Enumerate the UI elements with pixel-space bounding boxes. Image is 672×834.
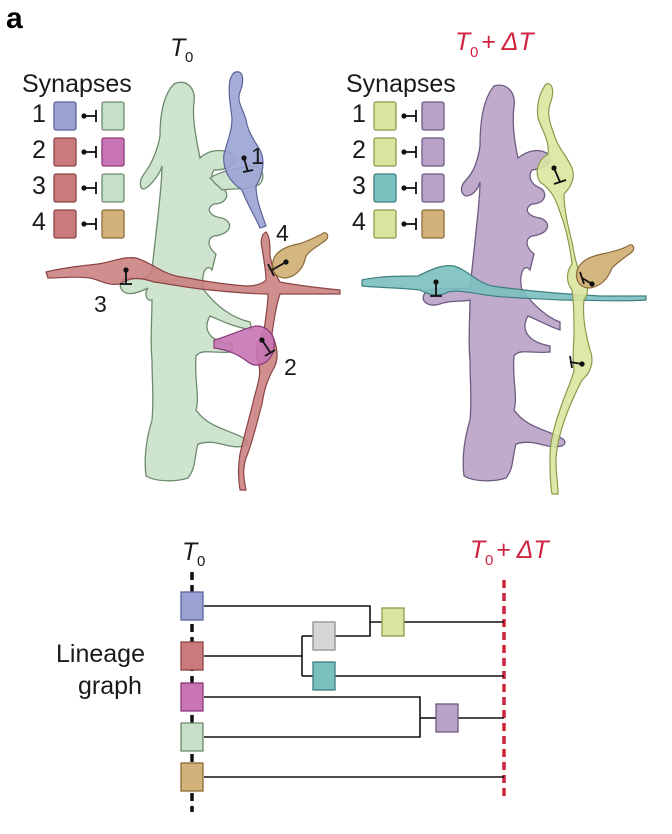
legend-left-post-swatch bbox=[101, 101, 125, 131]
lineage-label-line2: graph bbox=[78, 672, 142, 700]
legend-right-pre-swatch bbox=[373, 209, 397, 239]
right-synapse-marker-1 bbox=[551, 165, 567, 185]
right-title-sub: 0 bbox=[470, 44, 478, 61]
legend-right-row-number: 3 bbox=[352, 172, 366, 200]
right-title-rest: + ΔT bbox=[481, 28, 535, 56]
lineage-node-purple bbox=[435, 703, 459, 733]
lineage-node-tan bbox=[180, 762, 204, 792]
synapse-marker-2 bbox=[259, 337, 276, 357]
tan-neuron bbox=[271, 232, 329, 279]
lineage-t1-rest: + ΔT bbox=[496, 536, 550, 564]
teal-axon bbox=[361, 265, 647, 302]
legend-left-pre-swatch bbox=[53, 173, 77, 203]
legend-left-pre-swatch bbox=[53, 137, 77, 167]
legend-left-pre-swatch bbox=[53, 101, 77, 131]
lineage-node-teal bbox=[312, 661, 336, 691]
right-synapse-marker-3 bbox=[430, 279, 442, 297]
synapse-legend-right: Synapses 1 2 3 4 bbox=[346, 70, 456, 239]
legend-right-post-swatch bbox=[421, 101, 445, 131]
legend-right-pre-swatch bbox=[373, 173, 397, 203]
right-neuron-diagram bbox=[361, 83, 647, 495]
blue-axon bbox=[223, 71, 267, 229]
legend-right-heading: Synapses bbox=[346, 70, 456, 98]
right-synapse-marker-4 bbox=[579, 271, 595, 287]
legend-left-pre-swatch bbox=[53, 209, 77, 239]
legend-left-row-number: 4 bbox=[32, 208, 46, 236]
legend-left-row-number: 2 bbox=[32, 136, 46, 164]
lineage-graph: T 0 T 0 + ΔT Lineage graph bbox=[56, 536, 550, 812]
lineage-node-lime bbox=[381, 607, 405, 637]
legend-left-row-number: 1 bbox=[32, 100, 46, 128]
synapse-marker-4 bbox=[267, 259, 289, 277]
lineage-node-magenta bbox=[180, 682, 204, 712]
diagram-label-3: 3 bbox=[94, 291, 107, 317]
legend-right-pre-swatch bbox=[373, 137, 397, 167]
synapse-marker-3 bbox=[120, 267, 132, 285]
diagram-label-2: 2 bbox=[284, 354, 297, 380]
legend-right-post-swatch bbox=[421, 173, 445, 203]
purple-dendrite bbox=[422, 84, 566, 482]
lineage-t1-T: T bbox=[470, 536, 487, 564]
right-synapse-marker-2 bbox=[569, 355, 585, 369]
magenta-spine bbox=[213, 325, 275, 366]
right-title-T: T bbox=[455, 28, 472, 56]
lineage-node-grey bbox=[312, 621, 336, 651]
lime-axon bbox=[536, 83, 593, 495]
legend-right-row-number: 4 bbox=[352, 208, 366, 236]
lineage-t0-sub: 0 bbox=[197, 553, 205, 570]
red-axon bbox=[45, 231, 341, 491]
left-neuron-diagram: 1 2 3 4 bbox=[45, 71, 341, 491]
lineage-t1-sub: 0 bbox=[485, 552, 493, 569]
tan-neuron-right bbox=[575, 244, 635, 289]
legend-left-post-swatch bbox=[101, 137, 125, 167]
legend-right-pre-swatch bbox=[373, 101, 397, 131]
legend-right-post-swatch bbox=[421, 137, 445, 167]
diagram-label-1: 1 bbox=[251, 143, 264, 169]
legend-right-post-swatch bbox=[421, 209, 445, 239]
diagram-label-4: 4 bbox=[276, 220, 289, 246]
legend-right-row-number: 2 bbox=[352, 136, 366, 164]
left-title-sub: 0 bbox=[185, 49, 193, 66]
lineage-edges bbox=[204, 605, 504, 778]
left-title-T: T bbox=[170, 34, 187, 62]
panel-label: a bbox=[6, 2, 23, 35]
lineage-t0-T: T bbox=[182, 538, 199, 566]
lineage-node-blue bbox=[180, 591, 204, 621]
synapse-legend-left: Synapses 1 2 3 4 bbox=[22, 70, 132, 239]
lineage-node-green bbox=[180, 722, 204, 752]
legend-left-post-swatch bbox=[101, 173, 125, 203]
lineage-node-red bbox=[180, 641, 204, 671]
synapse-marker-1 bbox=[241, 155, 254, 173]
legend-left-heading: Synapses bbox=[22, 70, 132, 98]
legend-left-row-number: 3 bbox=[32, 172, 46, 200]
lineage-label-line1: Lineage bbox=[56, 640, 145, 668]
legend-left-post-swatch bbox=[101, 209, 125, 239]
legend-right-row-number: 1 bbox=[352, 100, 366, 128]
